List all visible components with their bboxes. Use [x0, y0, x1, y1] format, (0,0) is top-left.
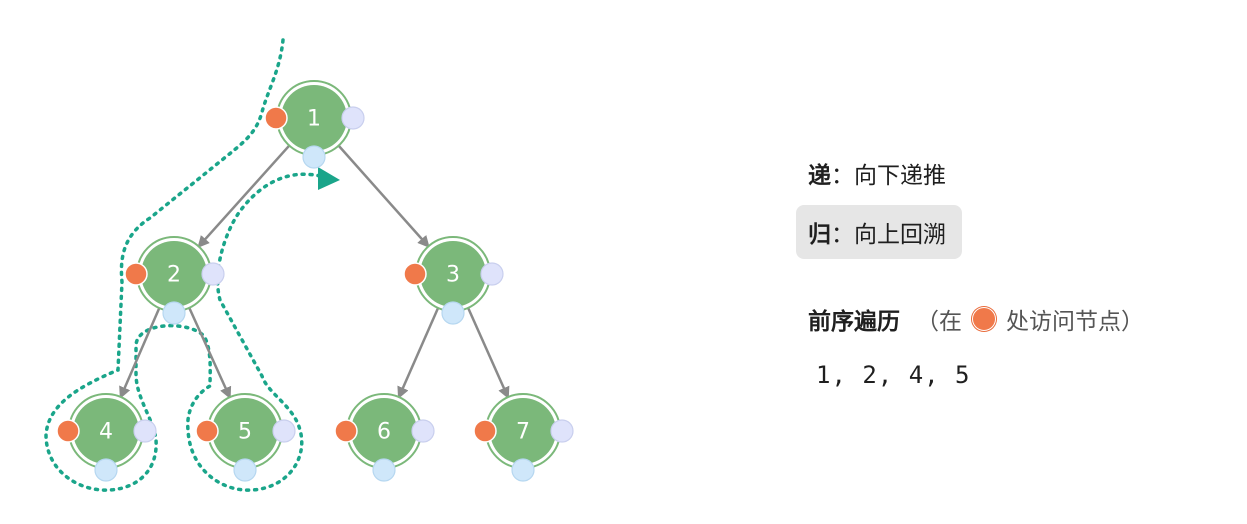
bottom-dot-icon	[511, 458, 535, 482]
node-circle	[73, 398, 139, 464]
node-label: 4	[99, 420, 113, 445]
tree-edge-n1-n3	[337, 144, 430, 248]
traversal-title: 前序遍历	[808, 309, 900, 335]
node-circle	[281, 85, 347, 151]
bottom-dot-icon	[233, 458, 257, 482]
tree-node-7: 7	[473, 393, 574, 482]
visit-dot-icon	[972, 307, 996, 331]
direction-arrow-icon	[318, 167, 340, 190]
visit-dot-icon	[473, 419, 497, 443]
tree-edge-n2-n5	[188, 307, 232, 400]
legend-backtrack-up: 归 ：向上回溯	[796, 205, 962, 259]
node-label: 3	[446, 263, 460, 288]
node-circle	[490, 398, 556, 464]
node-label: 7	[516, 420, 530, 445]
side-dot-icon	[480, 262, 504, 286]
side-dot-icon	[411, 419, 435, 443]
bottom-dot-icon	[441, 301, 465, 325]
tree-node-3: 3	[403, 236, 504, 325]
node-label: 6	[377, 420, 391, 445]
tree-edge-n1-n2	[197, 144, 291, 248]
side-dot-icon	[272, 419, 296, 443]
side-dot-icon	[133, 419, 157, 443]
traversal-note: （在 处访问节点）	[916, 302, 1144, 336]
bottom-dot-icon	[94, 458, 118, 482]
tree-edge-n3-n6	[397, 307, 440, 399]
legend-recurse-key: 递	[808, 163, 831, 189]
node-label: 5	[238, 420, 252, 445]
tree-edges	[119, 144, 510, 400]
bottom-dot-icon	[302, 145, 326, 169]
legend-recurse-text: ：向下递推	[831, 163, 946, 189]
visit-dot-icon	[334, 419, 358, 443]
legend-backtrack-text: ：向上回溯	[831, 222, 946, 248]
legend-backtrack-key: 归	[808, 222, 831, 248]
tree-node-2: 2	[124, 236, 225, 325]
node-circle	[141, 241, 207, 307]
node-label: 1	[307, 107, 321, 132]
tree-node-1: 1	[264, 80, 365, 169]
tree-node-5: 5	[195, 393, 296, 482]
traversal-note-suffix: 处访问节点）	[1006, 309, 1144, 335]
side-dot-icon	[341, 106, 365, 130]
visit-dot-icon	[195, 419, 219, 443]
traversal-path-line	[44, 38, 322, 492]
node-label: 2	[167, 263, 181, 288]
bottom-dot-icon	[372, 458, 396, 482]
bottom-dot-icon	[162, 301, 186, 325]
traversal-sequence: 1, 2, 4, 5	[816, 361, 971, 389]
legend-recurse-down: 递 ：向下递推	[796, 146, 946, 200]
traversal-order-heading: 前序遍历 （在 处访问节点）	[796, 295, 1144, 343]
side-dot-icon	[550, 419, 574, 443]
visit-dot-icon	[56, 419, 80, 443]
node-circle	[420, 241, 486, 307]
visit-dot-icon	[124, 262, 148, 286]
traversal-path	[44, 38, 340, 492]
tree-nodes: 1 2 3 4 5 6 7	[56, 80, 574, 482]
side-dot-icon	[201, 262, 225, 286]
tree-node-4: 4	[56, 393, 157, 482]
node-circle	[351, 398, 417, 464]
visit-dot-icon	[264, 106, 288, 130]
tree-edge-n2-n4	[119, 307, 161, 399]
visit-dot-icon	[403, 262, 427, 286]
node-circle	[212, 398, 278, 464]
traversal-note-prefix: （在	[916, 309, 962, 335]
tree-edge-n3-n7	[466, 307, 510, 400]
tree-node-6: 6	[334, 393, 435, 482]
